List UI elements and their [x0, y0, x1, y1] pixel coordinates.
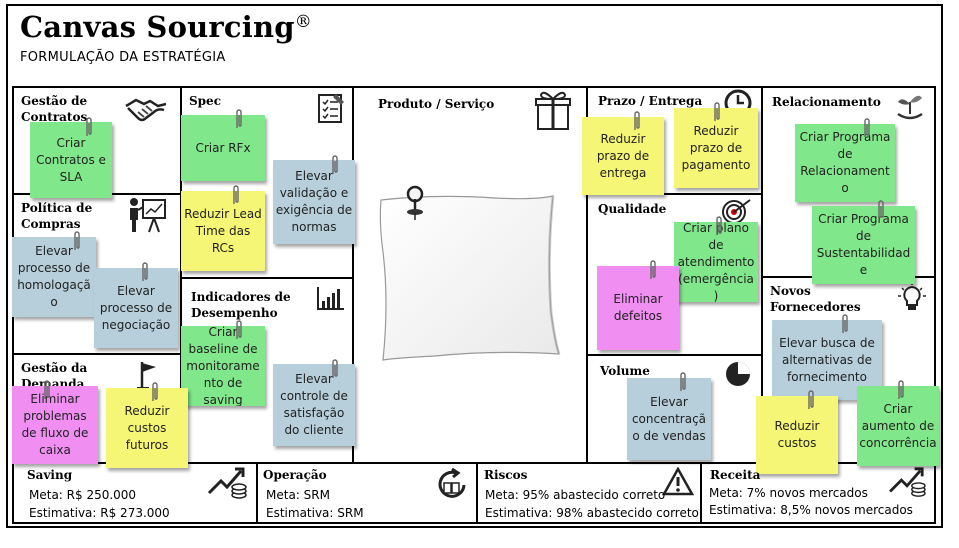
- paperclip-icon: [898, 380, 904, 399]
- paperclip-icon: [864, 118, 870, 137]
- lightbulb-icon: [898, 282, 926, 310]
- paperclip-icon: [44, 380, 50, 399]
- label-produto-servico: Produto / Serviço: [378, 97, 495, 111]
- label-relacionamento: Relacionamento: [772, 95, 881, 109]
- paperclip-icon: [86, 117, 92, 136]
- note-reduzir-lead-time[interactable]: Reduzir Lead Time das RCs: [181, 191, 265, 271]
- warning-icon: [662, 467, 694, 496]
- label-novos-fornecedores: Novos Fornecedores: [770, 284, 861, 314]
- paperclip-icon: [236, 320, 242, 339]
- paperclip-icon: [716, 216, 722, 235]
- gift-icon: [535, 91, 571, 130]
- target-icon: [722, 199, 751, 224]
- riscos-title: Riscos: [484, 468, 528, 482]
- note-elevar-negociacao[interactable]: Elevar processo de negociação: [94, 268, 178, 348]
- receita-title: Receita: [710, 468, 761, 482]
- riscos-meta: Meta: 95% abastecido correto: [485, 488, 666, 502]
- note-criar-plano[interactable]: Criar plano de atendimento (emergência): [674, 222, 758, 302]
- label-indicadores: Indicadores de Desempenho: [191, 290, 291, 320]
- paperclip-icon: [878, 200, 884, 219]
- paperclip-icon: [152, 382, 158, 401]
- paperclip-icon: [233, 185, 239, 204]
- operacao-title: Operação: [263, 468, 327, 482]
- pie-chart-icon: [726, 362, 750, 386]
- paperclip-icon: [74, 231, 80, 250]
- note-elevar-concentracao[interactable]: Elevar concentração de vendas: [627, 378, 711, 460]
- saving-title: Saving: [27, 468, 73, 482]
- page-title: Canvas Sourcing®: [20, 10, 312, 44]
- receita-estimativa: Estimativa: 8,5% novos mercados: [709, 503, 913, 517]
- note-criar-programa-sustentabilidade[interactable]: Criar Programa de Sustentabilidade: [812, 206, 915, 284]
- saving-meta: Meta: R$ 250.000: [29, 488, 137, 502]
- checklist-icon: [318, 94, 344, 123]
- money-growth-icon: [889, 467, 926, 497]
- cycle-book-icon: [438, 467, 466, 498]
- operacao-estimativa: Estimativa: SRM: [266, 506, 364, 520]
- label-prazo-entrega: Prazo / Entrega: [598, 94, 703, 108]
- pin-icon: [406, 185, 424, 220]
- paperclip-icon: [142, 262, 148, 281]
- note-reduzir-custos[interactable]: Reduzir custos: [756, 396, 838, 474]
- paperclip-icon: [680, 372, 686, 391]
- bar-chart-icon: [317, 287, 344, 310]
- label-qualidade: Qualidade: [598, 202, 667, 216]
- note-elevar-validacao[interactable]: Elevar validação e exigência de normas: [273, 160, 355, 244]
- note-criar-baseline[interactable]: Criar baseline de monitoramento de savin…: [181, 326, 265, 406]
- paperclip-icon: [236, 109, 242, 128]
- note-criar-contratos[interactable]: Criar Contratos e SLA: [30, 122, 112, 198]
- note-reduzir-custos-futuros[interactable]: Reduzir custos futuros: [106, 388, 188, 468]
- paperclip-icon: [650, 260, 656, 279]
- blank-paper: [379, 195, 561, 361]
- money-growth-icon: [207, 467, 247, 499]
- canvas-frame: [6, 4, 943, 528]
- note-eliminar-defeitos[interactable]: Eliminar defeitos: [597, 266, 679, 350]
- presenter-icon: [130, 198, 166, 233]
- note-criar-programa-relacionamento[interactable]: Criar Programa de Relacionamento: [795, 124, 895, 202]
- block-operacao: [256, 462, 478, 524]
- saving-estimativa: Estimativa: R$ 273.000: [29, 506, 170, 520]
- note-elevar-busca[interactable]: Elevar busca de alternativas de fornecim…: [772, 320, 882, 400]
- paperclip-icon: [634, 111, 640, 130]
- handshake-icon: [125, 98, 167, 122]
- paperclip-icon: [808, 390, 814, 409]
- riscos-estimativa: Estimativa: 98% abastecido correto: [485, 506, 699, 520]
- label-gestao-demanda: Gestão da Demanda: [21, 361, 88, 386]
- note-reduzir-prazo-pagamento[interactable]: Reduzir prazo de pagamento: [674, 108, 758, 188]
- label-politica-compras: Política de Compras: [21, 201, 93, 231]
- note-criar-aumento[interactable]: Criar aumento de concorrência: [857, 386, 939, 466]
- paperclip-icon: [714, 102, 720, 121]
- note-reduzir-prazo-entrega[interactable]: Reduzir prazo de entrega: [582, 117, 664, 195]
- paperclip-icon: [842, 314, 848, 333]
- note-elevar-controle[interactable]: Elevar controle de satisfação do cliente: [273, 364, 355, 446]
- operacao-meta: Meta: SRM: [266, 488, 330, 502]
- paperclip-icon: [332, 155, 338, 174]
- label-spec: Spec: [189, 94, 221, 108]
- receita-meta: Meta: 7% novos mercados: [709, 486, 868, 500]
- note-elevar-homologacao[interactable]: Elevar processo de homologação: [12, 237, 96, 317]
- plant-icon: [897, 95, 923, 120]
- note-eliminar-problemas[interactable]: Eliminar problemas de fluxo de caixa: [12, 386, 98, 464]
- page-subtitle: FORMULAÇÃO DA ESTRATÉGIA: [20, 50, 226, 65]
- label-gestao-contratos: Gestão de Contratos: [21, 94, 88, 124]
- label-volume: Volume: [600, 364, 650, 378]
- paperclip-icon: [332, 359, 338, 378]
- note-criar-rfx[interactable]: Criar RFx: [181, 115, 265, 181]
